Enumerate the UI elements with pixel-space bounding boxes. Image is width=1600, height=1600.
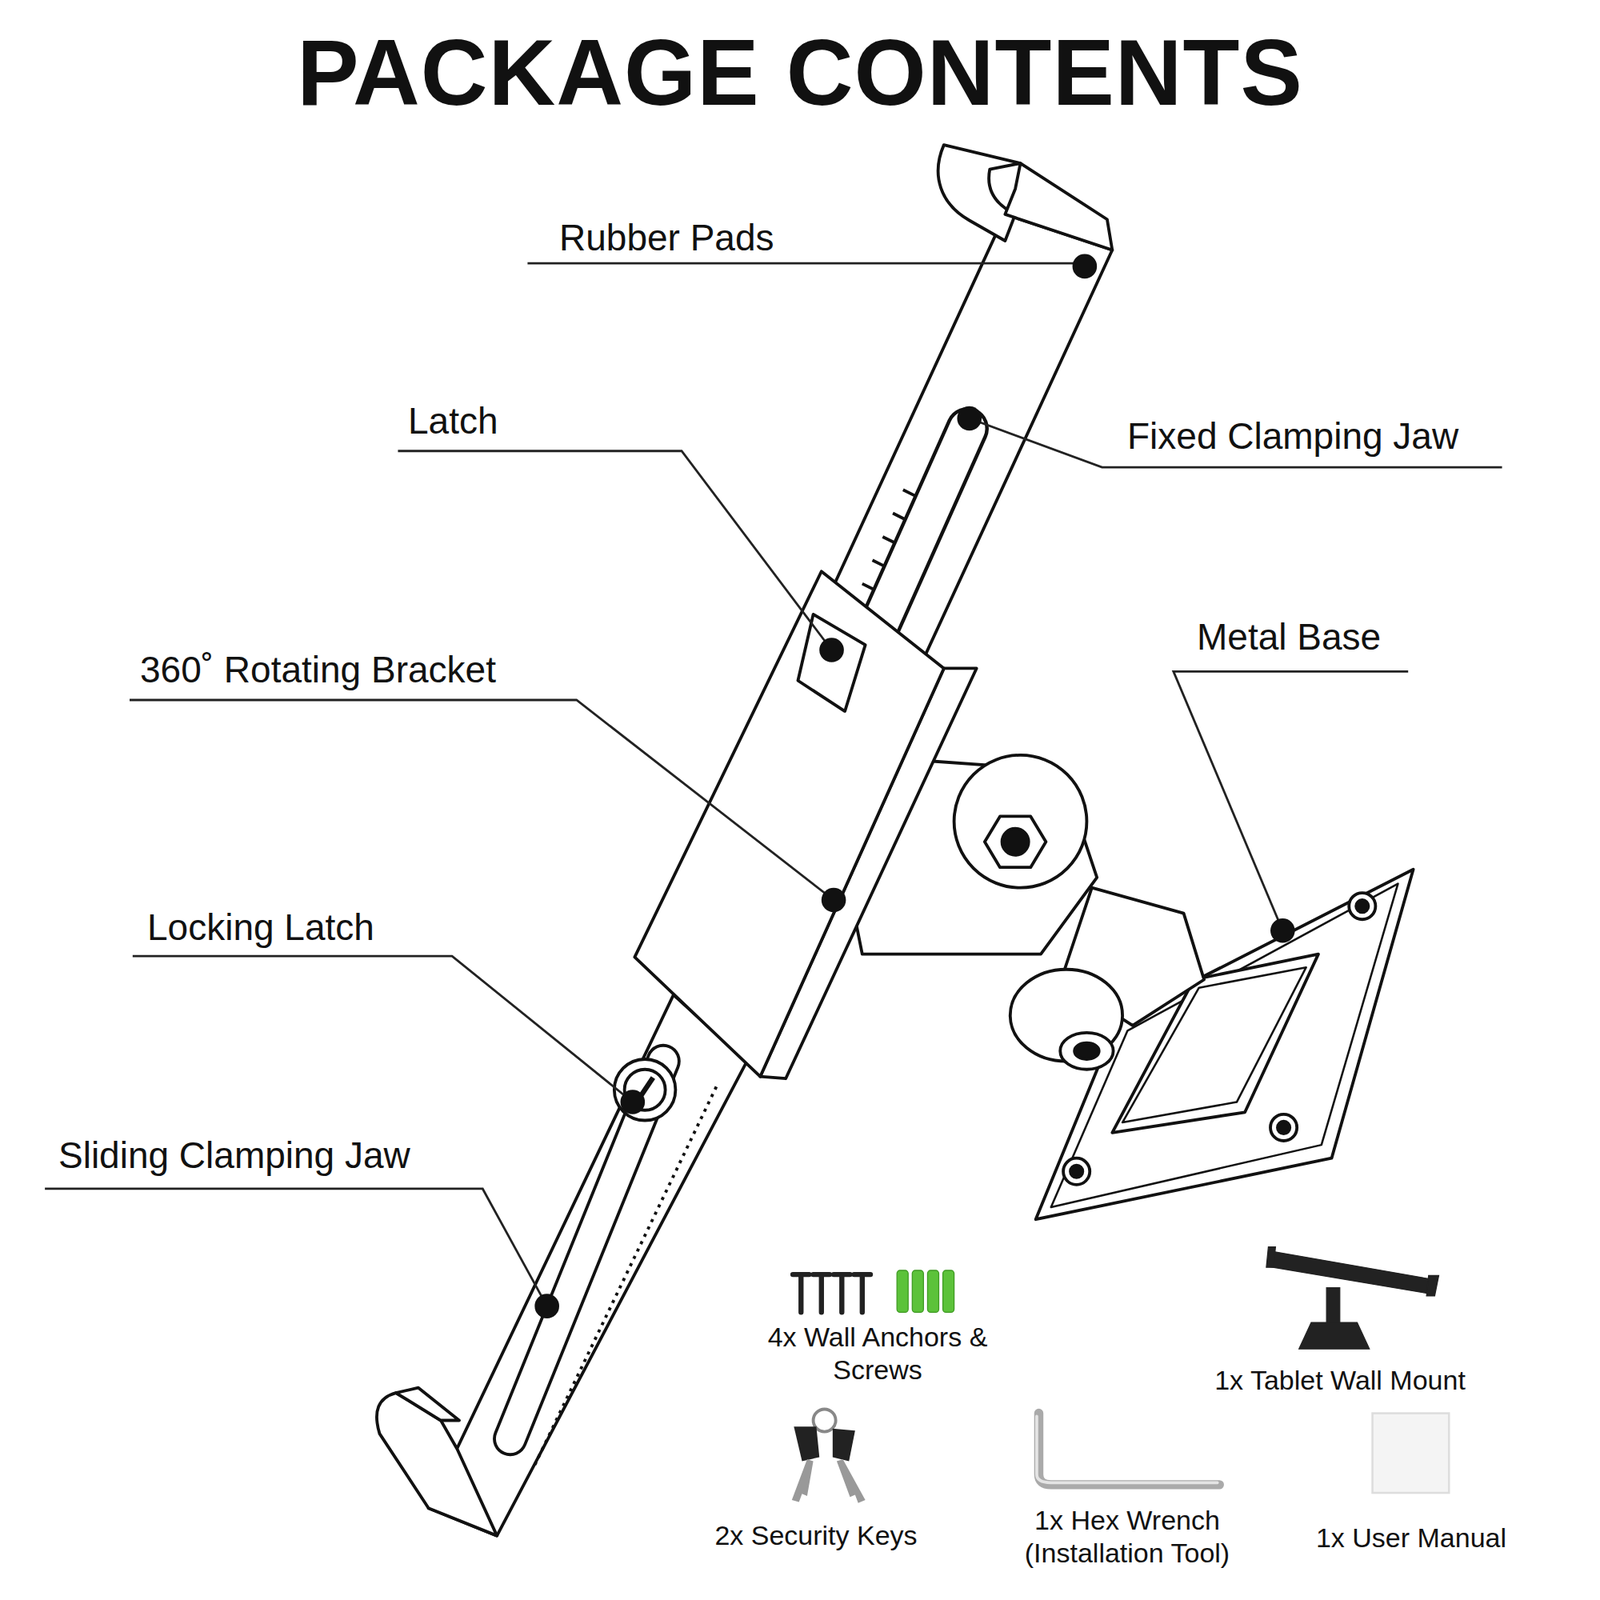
part-label: Fixed Clamping Jaw xyxy=(1127,414,1459,459)
base-plate-rim xyxy=(1051,884,1399,1208)
user-manual-icon xyxy=(1372,1413,1450,1493)
part-label: Sliding Clamping Jaw xyxy=(58,1133,411,1178)
part-label: 360˚ Rotating Bracket xyxy=(140,648,496,692)
security-keys xyxy=(792,1408,866,1503)
part-label: Metal Base xyxy=(1196,615,1381,660)
leader-lines xyxy=(44,263,1502,1307)
part-label: Locking Latch xyxy=(147,905,375,950)
item-label: 1x Hex Wrench (Installation Tool) xyxy=(983,1504,1272,1570)
hinge-nut xyxy=(1060,1032,1113,1070)
mount-hole xyxy=(1070,1165,1083,1178)
item-label: 1x User Manual xyxy=(1291,1521,1532,1555)
slot-teeth xyxy=(862,489,916,590)
item-label: 4x Wall Anchors & Screws xyxy=(733,1320,1022,1387)
swivel-bolt xyxy=(1002,828,1029,856)
top-jaw xyxy=(938,144,1021,241)
lock-cylinder xyxy=(614,1059,676,1121)
wall-anchors xyxy=(896,1270,954,1312)
base-plate xyxy=(1036,869,1414,1220)
item-label: 2x Security Keys xyxy=(672,1519,960,1552)
leader-dots xyxy=(534,254,1295,1319)
screws xyxy=(792,1274,871,1312)
lower-arm xyxy=(428,995,748,1536)
swivel-nut xyxy=(984,816,1047,868)
hex-wrench xyxy=(1036,1413,1220,1485)
mount-hole xyxy=(1270,1114,1297,1141)
housing xyxy=(634,571,944,1076)
part-label: Latch xyxy=(408,399,499,444)
item-label: 1x Tablet Wall Mount xyxy=(1172,1364,1508,1397)
bottom-pad xyxy=(396,1388,460,1421)
mount-hole xyxy=(1277,1121,1290,1134)
page-title: PACKAGE CONTENTS xyxy=(0,17,1600,129)
top-pad xyxy=(1004,163,1112,250)
upper-arm xyxy=(791,214,1113,715)
mount-hole xyxy=(1348,892,1376,920)
latch-window xyxy=(797,614,865,712)
swivel-disc xyxy=(954,755,1088,888)
mount-hole xyxy=(1063,1158,1090,1185)
hinge-nut-core xyxy=(1074,1043,1100,1060)
mount-hole xyxy=(1356,900,1368,912)
rack-teeth xyxy=(532,1086,717,1469)
part-label: Rubber Pads xyxy=(559,216,775,260)
tablet-mount-icon xyxy=(1266,1247,1440,1350)
